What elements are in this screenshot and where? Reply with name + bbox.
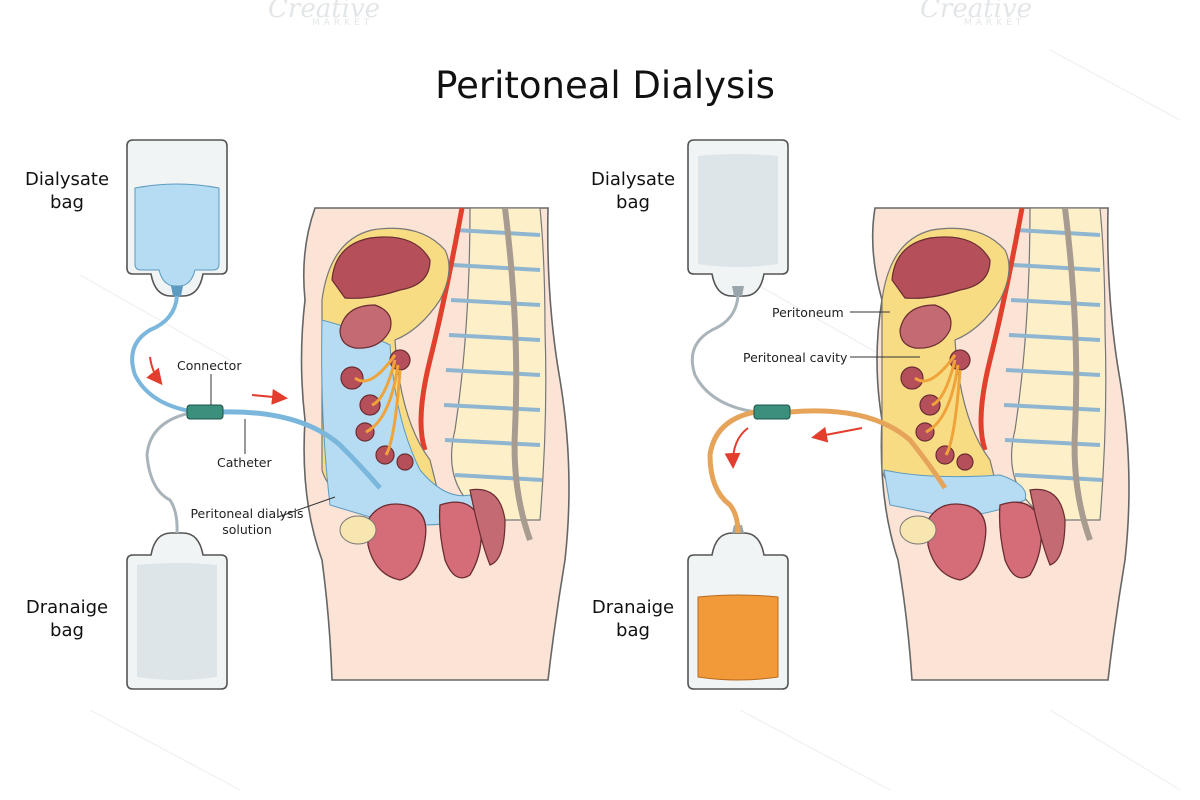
watermark-brand: Creative [920, 0, 1033, 24]
right-tube-drain-line [707, 409, 756, 534]
left-tube-fill-line [130, 295, 196, 414]
right-aorta [978, 207, 1025, 451]
right-leader-lines [850, 311, 920, 358]
right-dialysate-bag [687, 139, 789, 297]
right-arrow-down [724, 427, 749, 469]
right-dialysate-bag-label: Dialysate bag [578, 168, 688, 214]
watermark-brand: Creative [268, 0, 381, 24]
label-line: solution [222, 522, 272, 537]
right-drainage-bag-label: Dranaige bag [578, 596, 688, 642]
watermarks [79, 49, 1181, 791]
right-drainage-bag [687, 525, 789, 690]
left-spine [443, 207, 547, 542]
label-line: Dranaige [25, 597, 109, 618]
label-line: bag [616, 192, 650, 213]
label-line: bag [50, 192, 84, 213]
label-line: bag [616, 620, 650, 641]
connector-label: Connector [177, 358, 242, 373]
watermark-top-right: Creative MARKET [920, 0, 1032, 28]
catheter-label: Catheter [217, 455, 272, 470]
left-connector [186, 404, 224, 420]
left-catheter [221, 409, 382, 490]
watermark-sub: MARKET [312, 18, 374, 28]
left-aorta [418, 207, 465, 451]
left-arrow-down [146, 356, 163, 386]
left-arrow-right [251, 388, 288, 405]
peritoneal-cavity-label: Peritoneal cavity [743, 350, 848, 365]
left-dialysate-bag-label: Dialysate bag [12, 168, 122, 214]
left-leader-lines [210, 374, 336, 518]
left-panel [126, 139, 570, 690]
label-line: Dranaige [591, 597, 675, 618]
right-spine [1003, 207, 1107, 542]
right-arrow-left [811, 426, 863, 443]
label-line: Dialysate [590, 169, 676, 190]
right-tube-fill-line [690, 295, 756, 414]
watermark-top-left: Creative MARKET [268, 0, 380, 28]
left-abdomen-organs [321, 227, 506, 581]
left-drainage-bag-label: Dranaige bag [12, 596, 122, 642]
label-line: bag [50, 620, 84, 641]
label-line: Peritoneal dialysis [190, 506, 304, 521]
right-panel [687, 139, 1130, 690]
watermark-sub: MARKET [964, 18, 1026, 28]
label-line: Dialysate [24, 169, 110, 190]
diagram-title: Peritoneal Dialysis [435, 64, 775, 107]
left-dialysate-bag [126, 139, 228, 297]
left-tube-drain-line [145, 410, 196, 534]
left-drainage-bag [126, 532, 228, 690]
right-connector [753, 404, 791, 420]
right-catheter [789, 408, 948, 490]
peritoneal-dialysis-solution-label: Peritoneal dialysis solution [185, 506, 309, 538]
peritoneum-label: Peritoneum [772, 305, 844, 320]
right-abdomen-organs [881, 227, 1066, 581]
